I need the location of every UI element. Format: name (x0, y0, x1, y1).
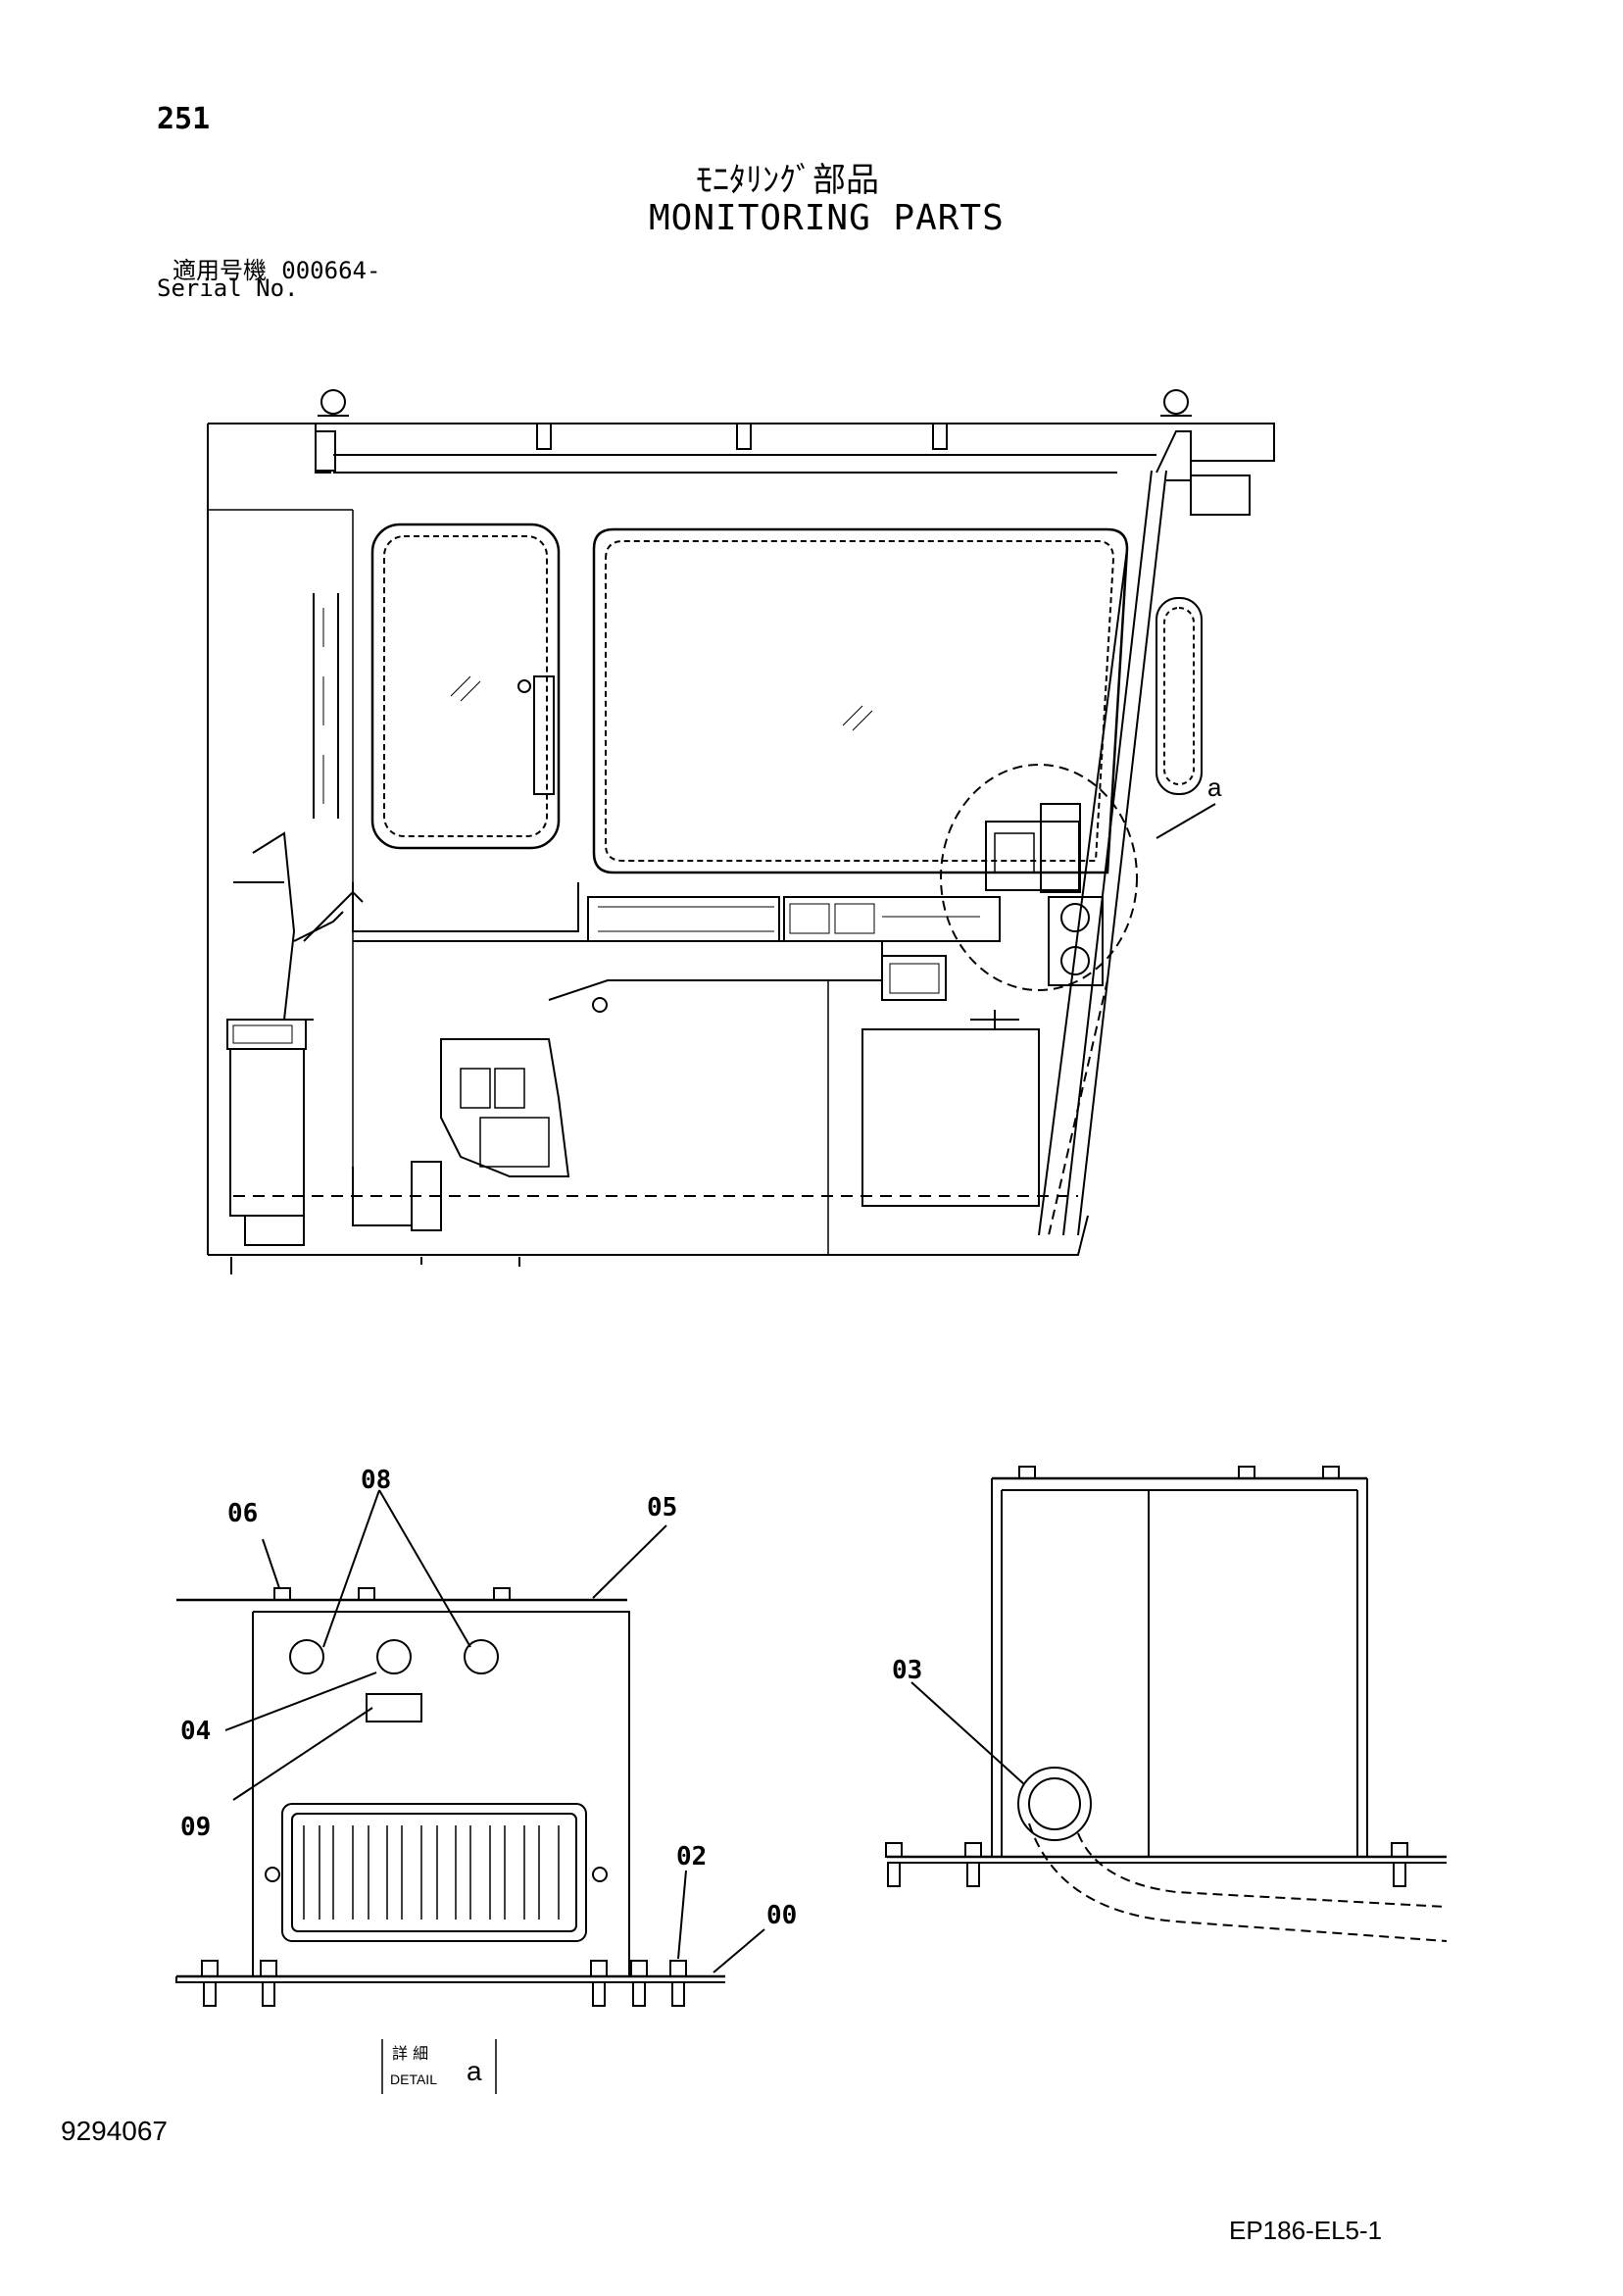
serial-label-japanese: 適用号機 (172, 257, 267, 284)
detail-a-front-view (175, 1489, 765, 2007)
detail-label-japanese: 詳 細 (392, 2044, 428, 2063)
detail-ref-letter: a (467, 2056, 482, 2086)
callout-02: 02 (676, 1842, 707, 1872)
detail-callout-a: a (1207, 773, 1222, 802)
serial-value: 000664- (281, 257, 381, 284)
serial-line-japanese: 適用号機 000664- (172, 251, 380, 285)
serial-label-english: Serial No. (157, 275, 299, 302)
callout-05: 05 (647, 1493, 677, 1522)
callout-00: 00 (766, 1901, 797, 1930)
title-japanese: ﾓﾆﾀﾘﾝｸﾞ部品 (696, 161, 879, 200)
figure-code: EP186-EL5-1 (1229, 2216, 1383, 2245)
detail-label-english: DETAIL (390, 2071, 437, 2087)
page-number: 251 (157, 102, 211, 136)
detail-label-box (381, 2039, 497, 2094)
cab-overview (207, 389, 1275, 1274)
callout-04: 04 (180, 1717, 211, 1746)
title-english: MONITORING PARTS (649, 198, 1005, 238)
callout-09: 09 (180, 1813, 211, 1842)
detail-a-side-view (885, 1466, 1448, 1942)
drawing-number: 9294067 (61, 2116, 169, 2146)
callout-06: 06 (227, 1499, 258, 1528)
callout-08: 08 (361, 1466, 391, 1495)
callout-03: 03 (892, 1656, 922, 1685)
